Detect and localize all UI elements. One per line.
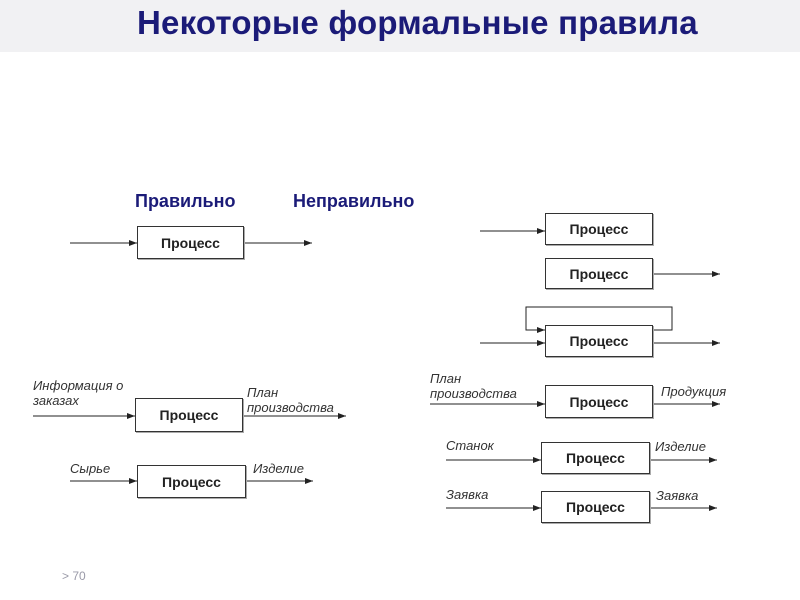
- label-product-item: Изделие: [253, 461, 304, 476]
- label-raw-materials: Сырье: [70, 461, 111, 476]
- label-machine-tool: Станок: [446, 438, 494, 453]
- process-box-wrong-request: Процесс: [541, 491, 650, 523]
- process-box-correct-raw: Процесс: [137, 465, 246, 498]
- label-orders-info: Информация о заказах: [33, 378, 124, 408]
- process-box-wrong-machine: Процесс: [541, 442, 650, 474]
- process-box-wrong-no-output: Процесс: [545, 213, 653, 245]
- title-bar: [0, 0, 800, 52]
- label-request-in: Заявка: [446, 487, 489, 502]
- process-box-wrong-plan: Процесс: [545, 385, 653, 418]
- process-box-correct-simple: Процесс: [137, 226, 244, 259]
- process-box-wrong-no-input: Процесс: [545, 258, 653, 289]
- label-request-out: Заявка: [656, 488, 699, 503]
- label-product-item-wrong: Изделие: [655, 439, 706, 454]
- page-title: Некоторые формальные правила: [137, 4, 698, 41]
- label-production-plan: План производства: [247, 385, 334, 415]
- label-production-plan-wrong: План производства: [430, 371, 517, 401]
- process-box-wrong-loop: Процесс: [545, 325, 653, 357]
- loop-feedback: [525, 306, 673, 333]
- heading-incorrect: Неправильно: [293, 191, 415, 211]
- label-products: Продукция: [661, 384, 727, 399]
- process-box-correct-orders: Процесс: [135, 398, 243, 432]
- slide-number: > 70: [62, 569, 86, 583]
- heading-correct: Правильно: [135, 191, 236, 211]
